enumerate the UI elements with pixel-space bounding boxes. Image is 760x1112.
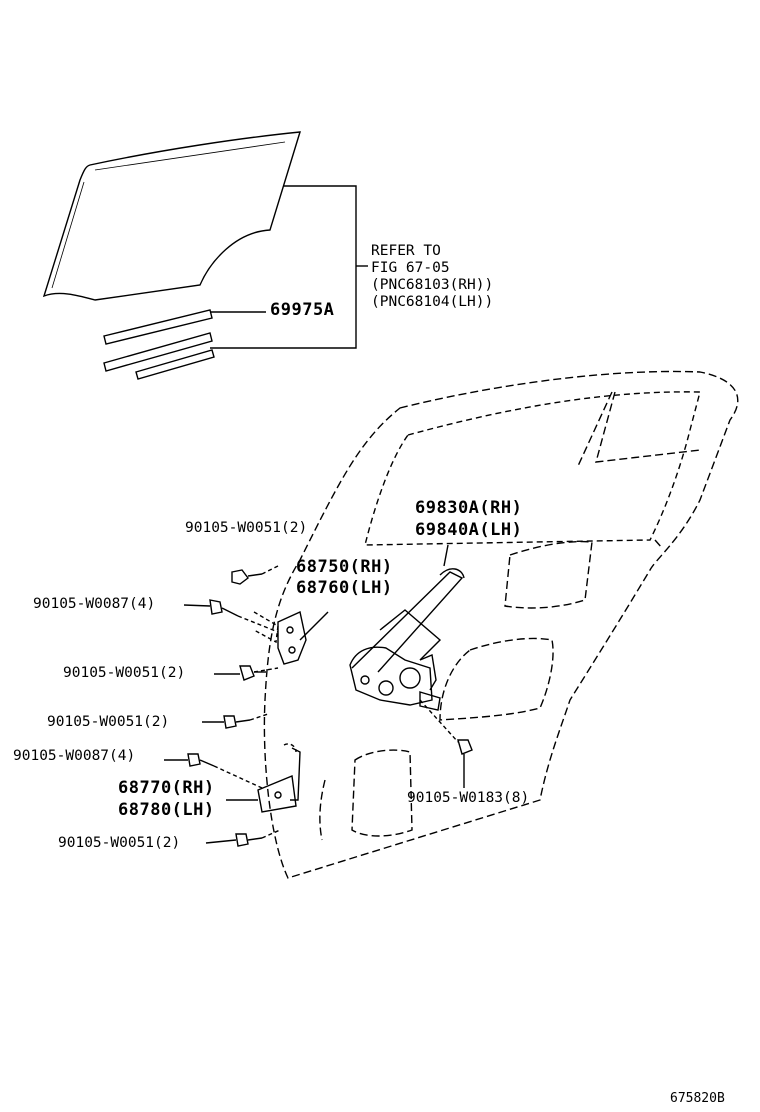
bolt-90105-w0051-a[interactable]: 90105-W0051(2) — [185, 520, 308, 536]
door-outline-dashed — [263, 370, 739, 879]
refer-to-line3: (PNC68103(RH)) — [371, 277, 494, 293]
part-69830a-rh[interactable]: 69830A(RH) — [415, 498, 523, 518]
bolt-90105-w0183[interactable]: 90105-W0183(8) — [407, 790, 530, 806]
glass-run-channel — [103, 309, 215, 380]
part-68780-lh[interactable]: 68780(LH) — [118, 800, 215, 820]
bolt-90105-w0087-b[interactable]: 90105-W0087(4) — [13, 748, 136, 764]
bolt-90105-w0051-b[interactable]: 90105-W0051(2) — [63, 665, 186, 681]
refer-to-line2: FIG 67-05 — [371, 260, 450, 276]
figure-id: 675820B — [670, 1091, 725, 1106]
window-regulator — [349, 568, 465, 711]
part-69975a[interactable]: 69975A — [270, 300, 335, 320]
refer-to-line4: (PNC68104(LH)) — [371, 294, 494, 310]
lower-door-hinge — [257, 743, 301, 813]
bolt-90105-w0087-a[interactable]: 90105-W0087(4) — [33, 596, 156, 612]
door-glass — [42, 131, 301, 301]
leader-lines — [164, 544, 465, 844]
part-68770-rh[interactable]: 68770(RH) — [118, 778, 215, 798]
part-68760-lh[interactable]: 68760(LH) — [296, 578, 393, 598]
refer-to-line1: REFER TO — [371, 243, 441, 259]
bolt-90105-w0051-d[interactable]: 90105-W0051(2) — [58, 835, 181, 851]
refer-bracket — [210, 185, 368, 349]
bolt-90105-w0051-c[interactable]: 90105-W0051(2) — [47, 714, 170, 730]
bolt-icons — [187, 569, 473, 847]
upper-door-hinge — [253, 611, 307, 665]
part-68750-rh[interactable]: 68750(RH) — [296, 557, 393, 577]
part-69840a-lh[interactable]: 69840A(LH) — [415, 520, 523, 540]
